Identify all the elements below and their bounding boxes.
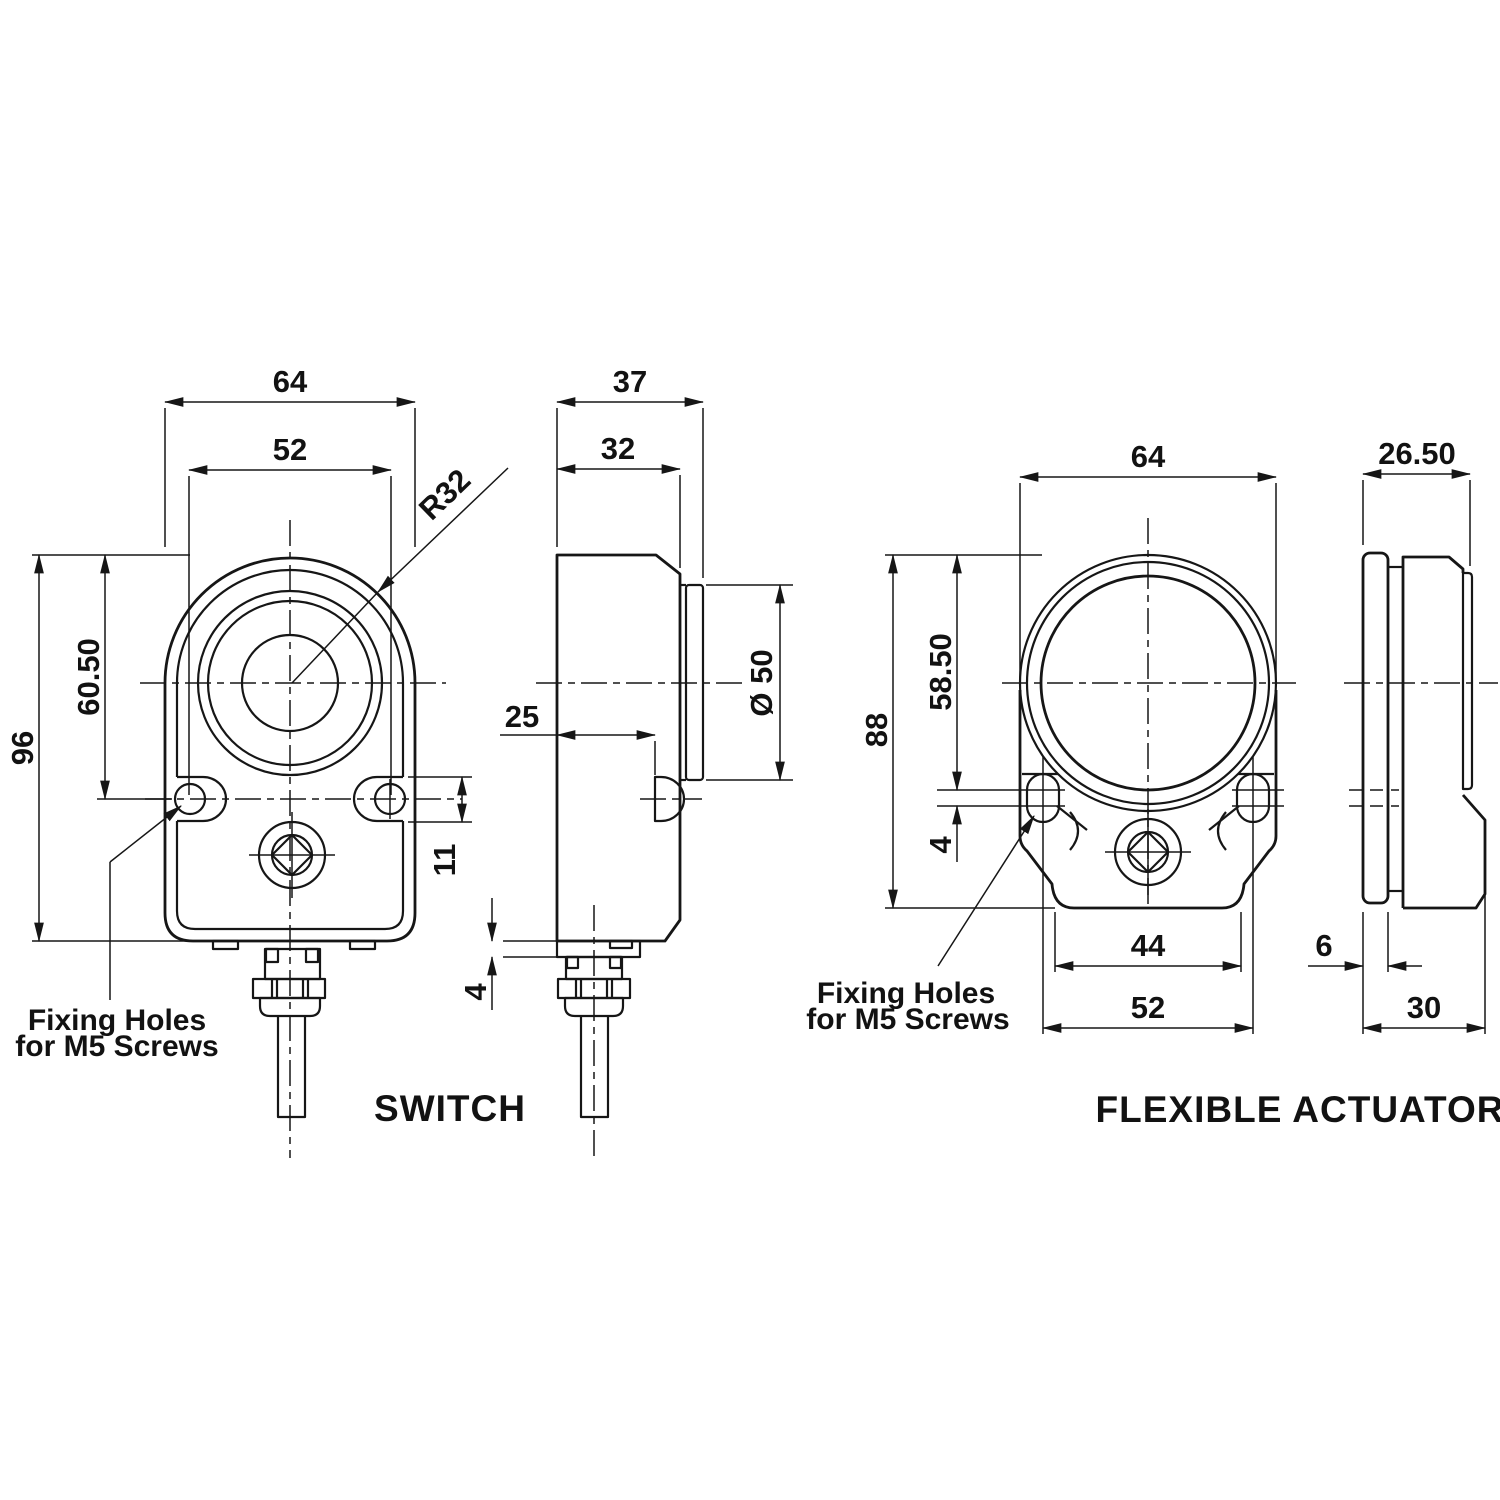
- dim-actuator-total-depth: 30: [1361, 826, 1487, 1034]
- dim-label-switch-hole-spacing: 52: [273, 432, 307, 467]
- switch-side-cable: [579, 1016, 610, 1119]
- dim-actuator-slot-spacing: 52: [1041, 756, 1255, 1034]
- dim-switch-hole-spacing: 52: [187, 432, 393, 795]
- switch-side-gland: [555, 939, 642, 1119]
- fixing-hole-left: [173, 782, 207, 816]
- switch-center-screw: [249, 812, 335, 898]
- dim-actuator-body-depth: 26.50: [1361, 436, 1472, 566]
- actuator-dimensions: 64 88 58.50 4 44: [806, 436, 1500, 1130]
- dim-switch-height: 96: [5, 553, 190, 943]
- dim-switch-ear-height: 11: [408, 775, 472, 877]
- switch-side-ear-tab: [653, 775, 686, 823]
- switch-side-button: [680, 583, 705, 782]
- dim-switch-tab-offset: 25: [500, 699, 657, 775]
- dim-switch-step-height: 4: [458, 898, 578, 1010]
- dim-label-actuator-slot-spacing: 52: [1131, 990, 1165, 1025]
- actuator-center-screw: [1105, 809, 1191, 895]
- switch-note-line1: Fixing Holes: [28, 1004, 206, 1037]
- switch-front-gland: [211, 939, 377, 1119]
- actuator-pad-plate: [1361, 551, 1390, 905]
- dim-label-switch-tab-offset: 25: [505, 699, 539, 734]
- dim-label-actuator-slot-travel: 4: [923, 836, 958, 854]
- switch-side-view: [536, 553, 748, 1158]
- switch-title: SWITCH: [374, 1088, 526, 1129]
- dim-label-switch-body-depth: 32: [601, 431, 635, 466]
- switch-front-view: [140, 520, 462, 1158]
- dim-switch-button-diameter: Ø 50: [706, 583, 793, 782]
- dim-actuator-slot-offset: 58.50: [923, 553, 1065, 792]
- actuator-side-face-strip: [1461, 571, 1474, 791]
- switch-dimensions: 64 52 R32 96 60.50: [5, 364, 793, 1129]
- actuator-bracket-outline: [1018, 690, 1278, 910]
- switch-side-body: [555, 553, 682, 943]
- dim-actuator-width: 64: [1018, 439, 1278, 680]
- dim-label-actuator-base-width: 44: [1131, 928, 1166, 963]
- actuator-note-line1: Fixing Holes: [817, 977, 995, 1010]
- switch-side-centerlines: [536, 682, 748, 1158]
- dim-label-switch-hole-offset: 60.50: [71, 638, 106, 716]
- switch-fixing-ears: [173, 775, 407, 823]
- dim-actuator-pad-thickness: 6: [1308, 912, 1422, 972]
- dim-label-actuator-width: 64: [1131, 439, 1166, 474]
- actuator-side-centerlines: [1344, 682, 1498, 807]
- actuator-title: FLEXIBLE ACTUATOR: [1096, 1089, 1500, 1130]
- dim-label-switch-width: 64: [273, 364, 308, 399]
- dim-label-actuator-body-depth: 26.50: [1378, 436, 1456, 471]
- actuator-note-line2: for M5 Screws: [806, 1003, 1009, 1036]
- switch-note-line2: for M5 Screws: [15, 1030, 218, 1063]
- dim-switch-total-depth: 37: [555, 364, 705, 578]
- dim-label-switch-height: 96: [5, 731, 40, 765]
- dim-label-switch-step-height: 4: [458, 983, 493, 1001]
- dim-label-actuator-slot-offset: 58.50: [923, 633, 958, 711]
- dim-actuator-slot-travel: 4: [923, 789, 1284, 862]
- actuator-fixing-note: Fixing Holes for M5 Screws: [806, 815, 1035, 1036]
- dim-actuator-base-width: 44: [1053, 912, 1243, 972]
- dim-switch-width: 64: [163, 364, 417, 547]
- switch-body-inner-rim: [175, 568, 405, 931]
- dim-label-switch-total-depth: 37: [613, 364, 647, 399]
- dim-label-actuator-height: 88: [859, 713, 894, 747]
- dim-label-switch-ear-height: 11: [427, 844, 462, 877]
- dim-label-actuator-total-depth: 30: [1407, 990, 1441, 1025]
- dim-label-switch-radius: R32: [412, 462, 477, 527]
- dim-switch-body-depth: 32: [555, 431, 682, 568]
- switch-body-outline: [163, 556, 417, 943]
- switch-button-circles: [196, 589, 384, 777]
- switch-front-cable: [276, 1016, 307, 1119]
- dim-actuator-height: 88: [859, 553, 1055, 910]
- dim-label-switch-button-diameter: Ø 50: [744, 649, 779, 716]
- dim-switch-hole-offset: 60.50: [71, 553, 172, 801]
- actuator-side-view: [1344, 551, 1498, 910]
- dim-label-actuator-pad-thickness: 6: [1315, 928, 1332, 963]
- actuator-side-neck: [1388, 565, 1403, 893]
- actuator-front-view: [1002, 518, 1296, 910]
- switch-fixing-note: Fixing Holes for M5 Screws: [15, 805, 219, 1063]
